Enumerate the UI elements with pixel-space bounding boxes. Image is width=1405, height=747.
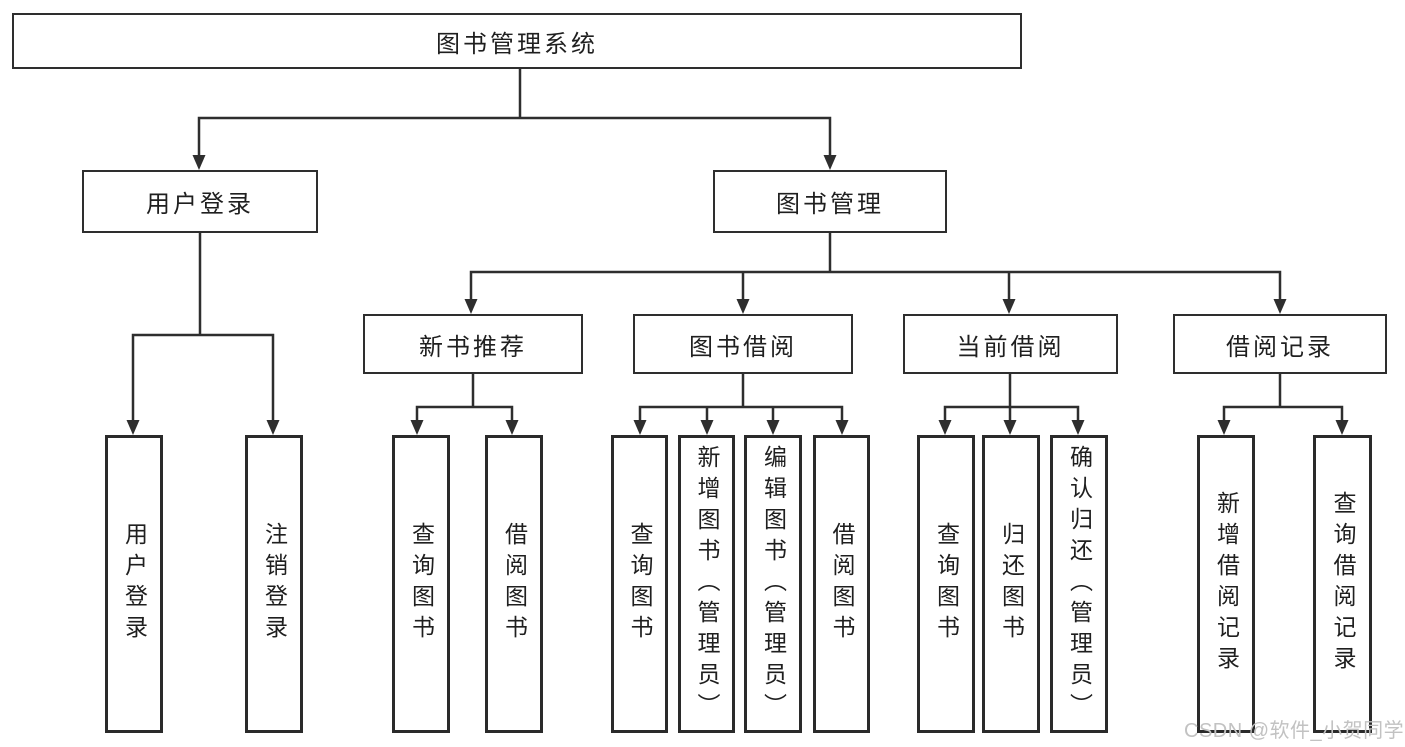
- node-label: 新增借阅记录: [1213, 491, 1240, 677]
- connector-current-rail: [943, 374, 1080, 423]
- node-book-management: 图书管理: [713, 170, 947, 233]
- node-label: 查询借阅记录: [1330, 491, 1356, 677]
- connector-records-rail: [1222, 374, 1344, 423]
- node-label: 新增图书（管理员）: [694, 444, 720, 724]
- node-label: 新书推荐: [419, 333, 527, 361]
- node-label: 图书借阅: [689, 333, 797, 361]
- leaf-recommend-query-book: 查询图书: [392, 435, 450, 733]
- node-new-book-recommendation: 新书推荐: [363, 314, 583, 374]
- leaf-recommend-borrow-book: 借阅图书: [485, 435, 543, 733]
- node-label: 查询图书: [408, 522, 435, 646]
- leaf-borrowing-borrow-book: 借阅图书: [813, 435, 870, 733]
- leaf-logout-login: 注销登录: [245, 435, 303, 733]
- leaf-current-confirm-return-admin: 确认归还（管理员）: [1050, 435, 1108, 733]
- node-label: 图书管理: [776, 191, 884, 218]
- leaf-records-query-record: 查询借阅记录: [1313, 435, 1372, 733]
- node-label: 查询图书: [933, 522, 960, 646]
- csdn-watermark: CSDN @软件_小贺同学: [1184, 720, 1405, 742]
- node-borrowing-records: 借阅记录: [1173, 314, 1387, 374]
- node-label: 编辑图书（管理员）: [760, 444, 787, 724]
- leaf-current-return-book: 归还图书: [982, 435, 1040, 733]
- connector-recommend-rail: [415, 374, 514, 423]
- leaf-records-add-record: 新增借阅记录: [1197, 435, 1255, 733]
- node-label: 用户登录: [121, 522, 148, 646]
- leaf-user-login: 用户登录: [105, 435, 163, 733]
- node-current-borrowing: 当前借阅: [903, 314, 1118, 374]
- leaf-borrowing-query-book: 查询图书: [611, 435, 668, 733]
- connector-paths: [131, 69, 1344, 423]
- node-label: 图书管理系统: [436, 30, 598, 58]
- node-label: 当前借阅: [956, 333, 1065, 361]
- node-user-login: 用户登录: [82, 170, 318, 233]
- leaf-borrowing-add-book-admin: 新增图书（管理员）: [678, 435, 735, 733]
- connector-level3-rail: [469, 270, 1282, 301]
- node-label: 注销登录: [261, 522, 288, 646]
- connector-level2-rail: [197, 116, 832, 158]
- node-label: 借阅记录: [1226, 333, 1334, 361]
- node-book-borrowing: 图书借阅: [633, 314, 853, 374]
- leaf-current-query-book: 查询图书: [917, 435, 975, 733]
- node-label: 归还图书: [998, 522, 1025, 646]
- leaf-borrowing-edit-book-admin: 编辑图书（管理员）: [744, 435, 802, 733]
- node-label: 借阅图书: [501, 522, 528, 646]
- node-label: 查询图书: [627, 522, 653, 646]
- node-label: 确认归还（管理员）: [1066, 444, 1093, 724]
- node-label: 借阅图书: [829, 522, 855, 646]
- node-library-management-system: 图书管理系统: [12, 13, 1022, 69]
- connector-user-login-rail: [131, 333, 275, 423]
- connector-borrowing-rail: [638, 374, 844, 423]
- node-label: 用户登录: [146, 191, 254, 218]
